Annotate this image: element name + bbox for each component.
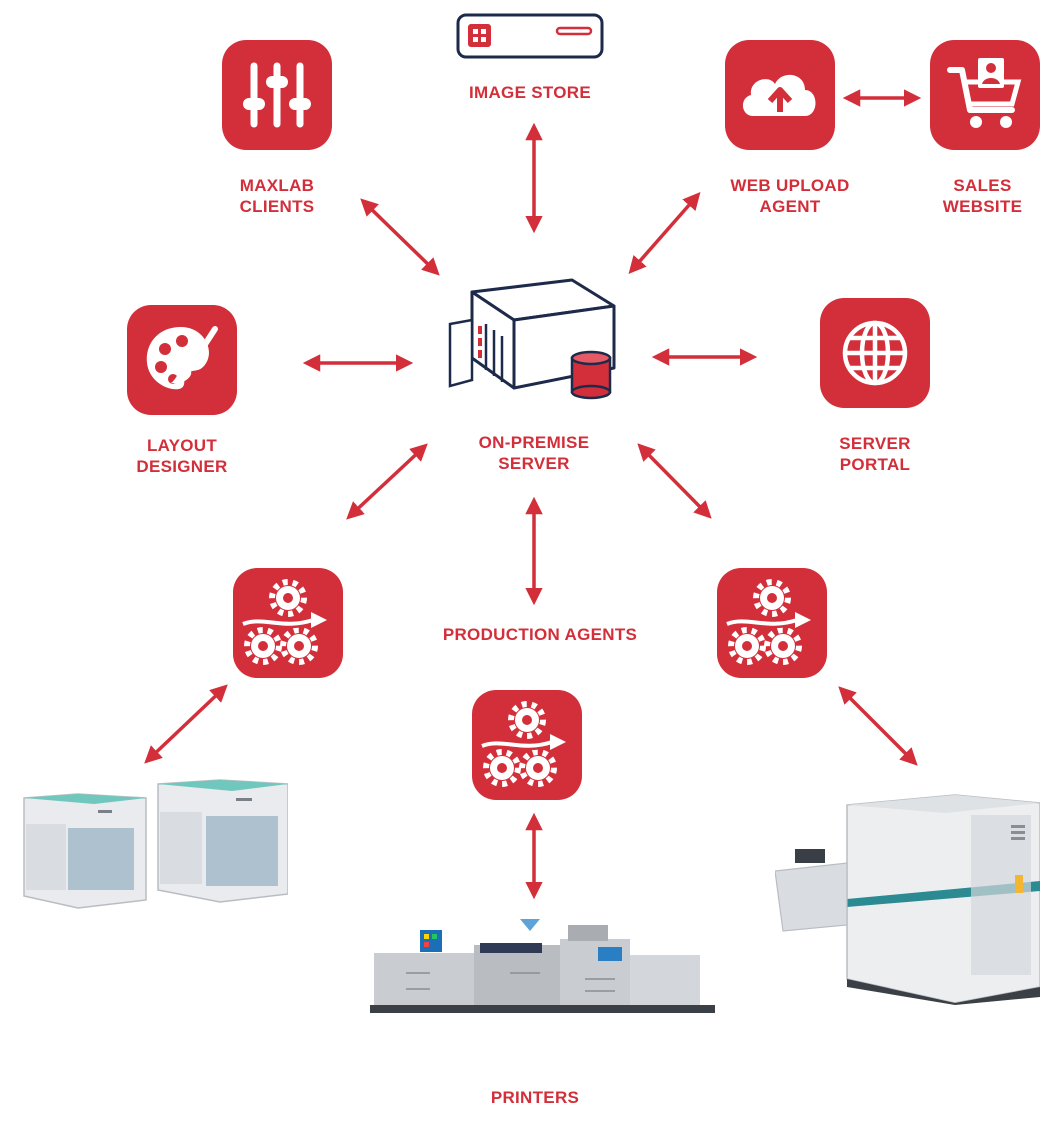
web-upload-agent-label: WEB UPLOAD AGENT	[730, 176, 850, 216]
server-rack-icon	[456, 13, 604, 59]
production-agents-label: PRODUCTION AGENTS	[442, 625, 638, 644]
cloud-upload-icon	[742, 74, 816, 116]
layout-designer-label: LAYOUT DESIGNER	[136, 436, 228, 476]
maxlab-clients-label: MAXLAB CLIENTS	[239, 176, 315, 216]
image-store-node: IMAGE STORE	[440, 12, 620, 112]
on-premise-server-node: ON-PREMISE SERVER	[432, 272, 632, 482]
globe-icon	[842, 320, 908, 386]
sales-website-label: SALES WEBSITE	[942, 176, 1023, 216]
sliders-icon	[243, 62, 311, 128]
arrow-server-leftagent	[346, 443, 428, 520]
maxlab-clients-node: MAXLAB CLIENTS	[222, 40, 342, 220]
industrial-press-image	[775, 775, 1040, 1005]
printer-icon	[23, 779, 288, 909]
production-agent-left	[233, 568, 343, 678]
server-portal-node: SERVER PORTAL	[810, 298, 950, 488]
arrow-server-rightagent	[637, 443, 712, 519]
minilab-printers-image	[18, 768, 288, 913]
printer-icon	[370, 919, 715, 1013]
server-database-icon	[448, 278, 616, 400]
arrow-rightagent-press	[838, 686, 918, 766]
printers-label: PRINTERS	[490, 1088, 580, 1107]
shopping-cart-icon	[947, 58, 1022, 128]
layout-designer-node: LAYOUT DESIGNER	[127, 305, 257, 485]
image-store-label: IMAGE STORE	[468, 83, 591, 102]
arrow-maxlab-server	[360, 198, 440, 276]
gears-workflow-icon	[725, 579, 811, 665]
production-agent-center	[472, 690, 582, 800]
palette-icon	[146, 326, 218, 390]
printer-icon	[775, 794, 1040, 1005]
server-portal-label: SERVER PORTAL	[839, 434, 911, 474]
gears-workflow-icon	[241, 579, 327, 665]
web-upload-agent-node: WEB UPLOAD AGENT	[715, 40, 865, 220]
arrow-leftagent-printers	[144, 684, 228, 764]
gears-workflow-icon	[480, 701, 566, 787]
arrow-webupload-server	[628, 192, 701, 274]
on-premise-server-label: ON-PREMISE SERVER	[478, 433, 590, 473]
production-press-image	[370, 915, 715, 1015]
sales-website-node: SALES WEBSITE	[930, 40, 1040, 220]
production-agent-right	[717, 568, 827, 678]
